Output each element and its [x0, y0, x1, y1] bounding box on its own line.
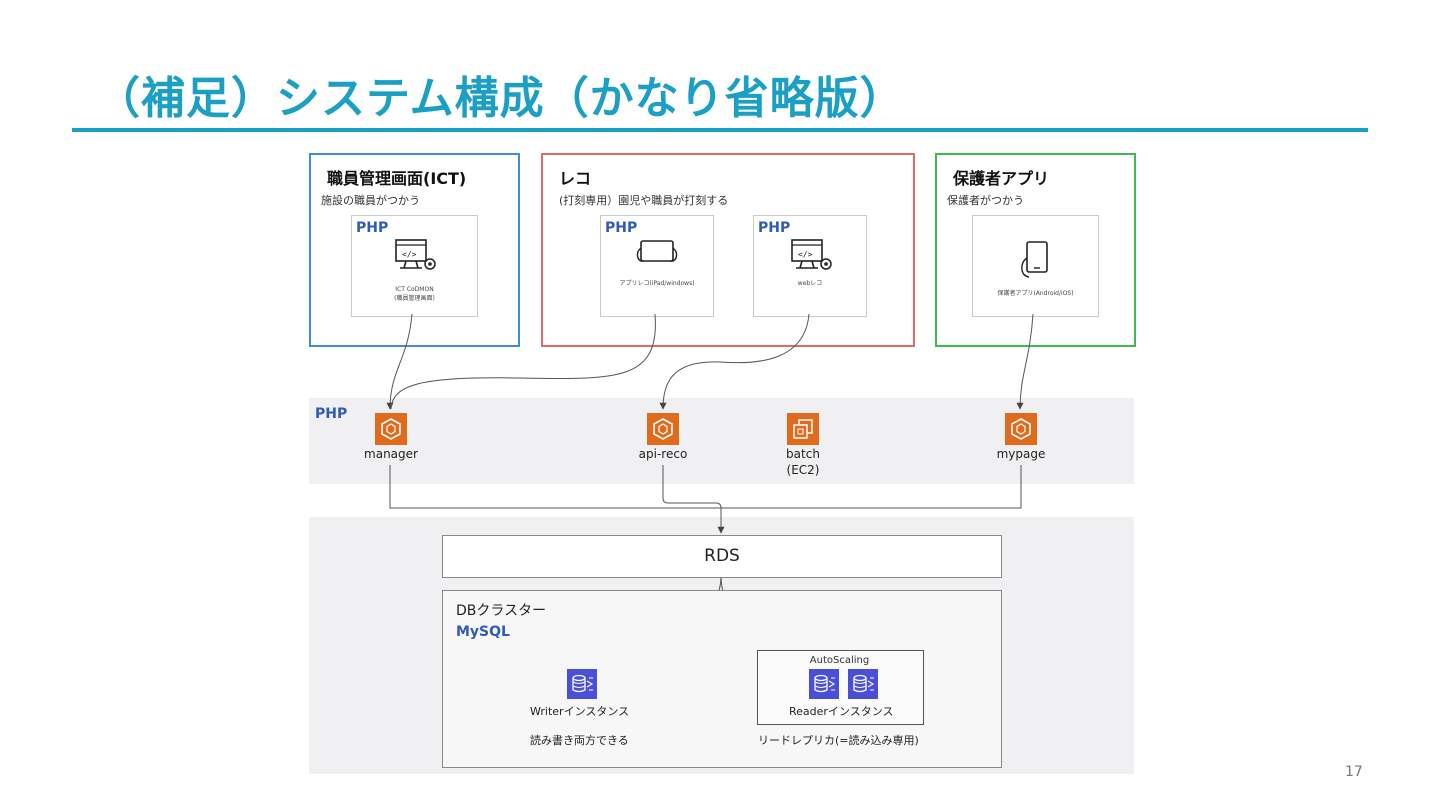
- connector-reco-web-api: [659, 313, 810, 410]
- rds-label: RDS: [704, 546, 740, 566]
- svg-text:</>: </>: [402, 250, 417, 259]
- reader-desc: リードレプリカ(=読み込み専用): [758, 734, 919, 747]
- manager-service-icon: [375, 413, 407, 445]
- connector-reco-app-manager: [390, 313, 656, 410]
- group-guardian: 保護者アプリ 保護者がつかう 保護者アプリ(Android/iOS): [935, 153, 1136, 347]
- writer-database-icon: [567, 669, 597, 699]
- writer-label: Writerインスタンス: [530, 705, 630, 718]
- api-reco-service-icon: [647, 413, 679, 445]
- batch-service-label: batch: [786, 447, 820, 461]
- page-number: 17: [1345, 764, 1363, 780]
- group-ict-desc: 施設の職員がつかう: [321, 194, 420, 207]
- reader-database-icon-2: [848, 669, 878, 699]
- ict-card-caption-1: ICT CoDMON: [395, 286, 434, 293]
- autoscaling-group: [757, 650, 924, 725]
- tablet-landscape-icon: [636, 240, 678, 262]
- group-reco-desc: (打刻専用）園児や職員が打刻する: [559, 194, 729, 207]
- code-monitor-icon: </>: [791, 239, 832, 270]
- group-ict-title: 職員管理画面(ICT): [327, 169, 467, 188]
- php-band-label: PHP: [315, 406, 348, 422]
- reader-label: Readerインスタンス: [789, 705, 894, 718]
- writer-desc: 読み書き両方できる: [530, 734, 629, 747]
- reco-app-card: PHP アプリレコ(iPad/windows): [600, 215, 714, 317]
- db-cluster-title: DBクラスター: [456, 603, 547, 619]
- group-guardian-desc: 保護者がつかう: [947, 194, 1024, 207]
- manager-service-label: manager: [364, 447, 418, 461]
- reco-app-card-caption: アプリレコ(iPad/windows): [619, 280, 695, 287]
- page-title: （補足）システム構成（かなり省略版）: [96, 73, 905, 124]
- group-reco-title: レコ: [559, 169, 592, 188]
- reco-web-card: PHP </> webレコ: [753, 215, 867, 317]
- autoscaling-label: AutoScaling: [809, 655, 870, 666]
- ict-card-caption-2: (職員管理画面): [394, 295, 435, 302]
- rds-box: RDS: [442, 535, 1002, 578]
- connector-ict-manager: [386, 313, 413, 410]
- group-reco: レコ (打刻専用）園児や職員が打刻する PHP アプリレコ(iPad/windo…: [541, 153, 915, 347]
- group-guardian-title: 保護者アプリ: [953, 169, 1050, 188]
- title-divider: [72, 128, 1368, 132]
- svg-text:</>: </>: [798, 250, 813, 259]
- reco-web-card-lang: PHP: [758, 220, 791, 236]
- db-engine-label: MySQL: [456, 624, 510, 640]
- code-monitor-icon: </>: [395, 239, 436, 270]
- mobile-device-icon: [1021, 241, 1048, 278]
- guardian-card-caption: 保護者アプリ(Android/iOS): [997, 290, 1074, 297]
- batch-service-sub: (EC2): [786, 463, 820, 477]
- ict-card-lang: PHP: [356, 220, 389, 236]
- ec2-instances-icon: [787, 413, 819, 445]
- reco-web-card-caption: webレコ: [797, 280, 823, 287]
- mypage-service-icon: [1005, 413, 1037, 445]
- api-reco-service-label: api-reco: [638, 447, 688, 461]
- mypage-service-label: mypage: [996, 447, 1046, 461]
- connector-guardian-mypage: [1016, 313, 1034, 410]
- connector-services-rds: [389, 465, 1022, 532]
- ict-card: PHP </> ICT CoDMON (職員管理画面): [351, 215, 478, 317]
- reco-app-card-lang: PHP: [605, 220, 638, 236]
- reader-database-icon: [809, 669, 839, 699]
- group-ict: 職員管理画面(ICT) 施設の職員がつかう PHP </> ICT CoDMON…: [309, 153, 520, 347]
- guardian-card: 保護者アプリ(Android/iOS): [972, 215, 1099, 317]
- php-service-band: [309, 398, 1134, 484]
